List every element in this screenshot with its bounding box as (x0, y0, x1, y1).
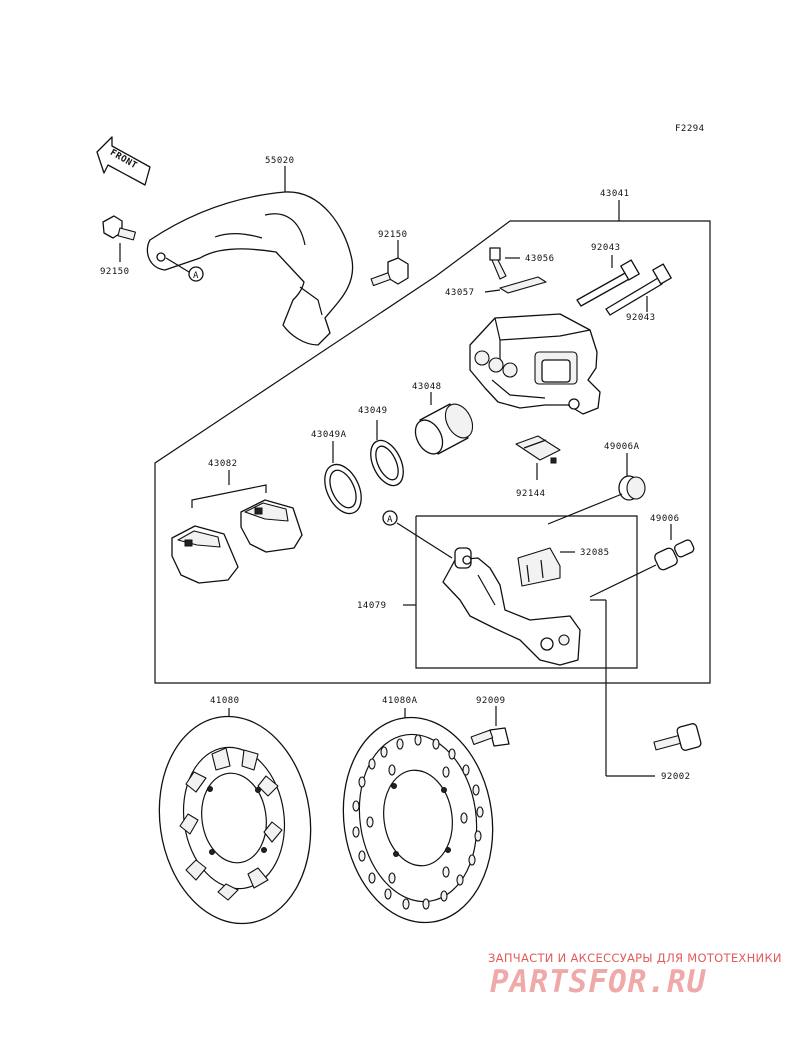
pad-left-part (171, 525, 239, 584)
label-piston: 43048 (412, 382, 442, 392)
bolt-bracket-part (370, 257, 409, 287)
screw-part (470, 727, 510, 747)
disc-slots (179, 747, 283, 901)
label-cap: 43057 (445, 288, 475, 298)
brake-disc-alt-part (342, 716, 494, 924)
boot-pin-part (654, 539, 695, 571)
pad-spring-part (517, 547, 561, 587)
label-disc: 41080 (210, 696, 240, 706)
disc-alt-holes (352, 734, 484, 910)
callout-a-lower: A (387, 515, 393, 525)
label-boot-pin: 49006 (650, 514, 680, 524)
label-disc-alt: 41080A (382, 696, 418, 706)
figure-code: F2294 (675, 124, 705, 134)
bolt-left-part (102, 215, 137, 241)
label-spring: 92144 (516, 489, 546, 499)
label-dust-seal: 43049 (358, 406, 388, 416)
callout-circle-a-upper (188, 266, 204, 282)
callout-circle-a-lower (382, 510, 398, 526)
label-bracket: 55020 (265, 156, 295, 166)
piston-seal-part (324, 463, 362, 515)
label-caliper-assy: 43041 (600, 189, 630, 199)
label-bolt-bracket: 92150 (378, 230, 408, 240)
watermark-logo: PARTSFOR.RU (490, 964, 707, 1000)
label-screw: 92009 (476, 696, 506, 706)
label-pin-b: 92043 (626, 313, 656, 323)
label-boot: 49006A (604, 442, 640, 452)
boot-part (618, 475, 646, 501)
bleeder-part (489, 247, 507, 280)
label-pad-spring: 32085 (580, 548, 610, 558)
callout-a-upper: A (193, 271, 199, 281)
pin-a-part (576, 259, 640, 307)
caliper-holder-part (442, 547, 581, 666)
front-direction-arrow: FRONT (96, 136, 151, 186)
caliper-assembly-outline (154, 200, 711, 684)
label-holder-bolt: 92002 (661, 772, 691, 782)
brake-disc-part (158, 715, 312, 925)
holder-bolt-part (653, 723, 702, 751)
bracket-part (146, 191, 354, 346)
label-pads: 43082 (208, 459, 238, 469)
label-holder: 14079 (357, 601, 387, 611)
spring-part (515, 435, 561, 464)
dust-seal-part (370, 439, 404, 487)
piston-part (414, 403, 474, 455)
label-pin-a: 92043 (591, 243, 621, 253)
label-piston-seal: 43049A (311, 430, 347, 440)
label-bleeder: 43056 (525, 254, 555, 264)
cap-part (499, 276, 547, 294)
pin-b-part (605, 263, 672, 316)
caliper-body-part (469, 313, 601, 415)
label-bolt-left: 92150 (100, 267, 130, 277)
watermark-tagline: ЗАПЧАСТИ И АКСЕССУАРЫ ДЛЯ МОТОТЕХНИКИ (488, 951, 782, 965)
pad-right-part (240, 499, 303, 553)
